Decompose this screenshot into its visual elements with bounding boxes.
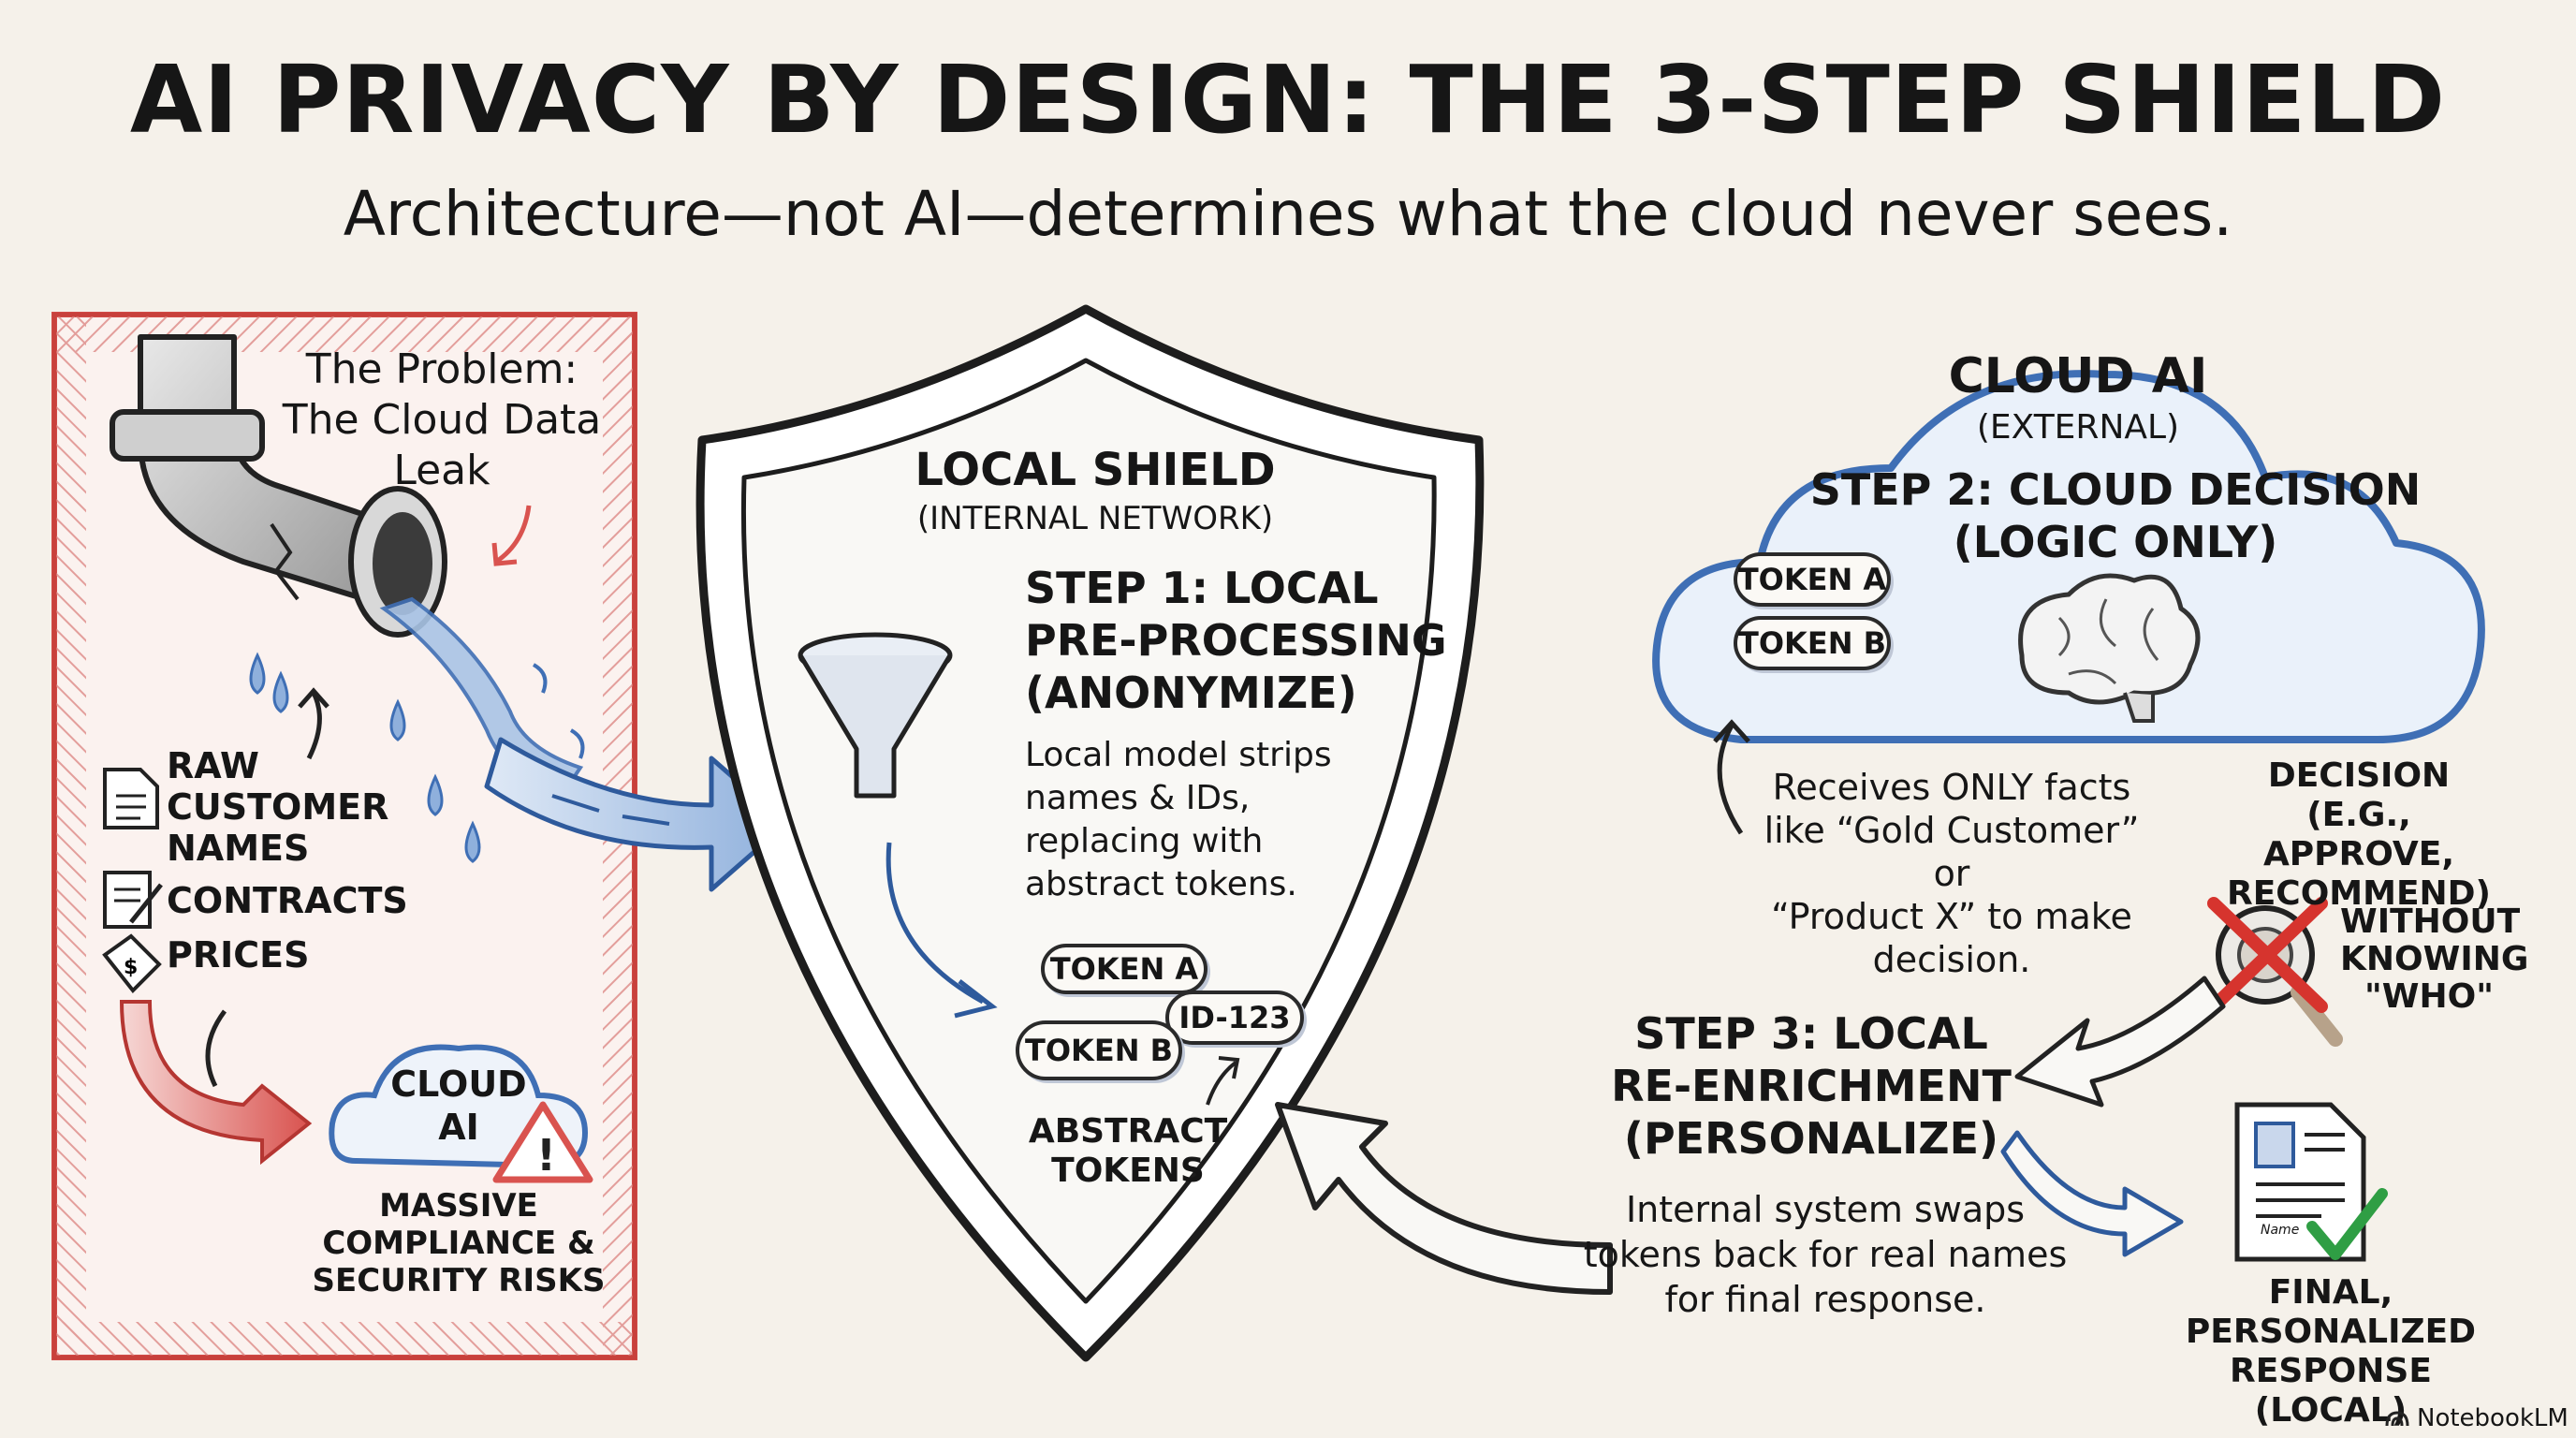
final-document-icon	[2234, 1102, 2366, 1262]
shield-token-b: TOKEN B	[1016, 1020, 1182, 1080]
no-identity-icon	[2207, 897, 2343, 1047]
problem-item-prices: PRICES	[167, 934, 310, 976]
final-response-label: FINAL, PERSONALIZED RESPONSE (LOCAL)	[2185, 1273, 2477, 1430]
page-title: AI PRIVACY BY DESIGN: THE 3-STEP SHIELD	[129, 45, 2447, 154]
cloud-title: CLOUD AI	[1948, 348, 2208, 404]
without-knowing-label: WITHOUT KNOWING "WHO"	[2340, 902, 2529, 1016]
reenrichment-arrow	[1275, 1102, 1613, 1295]
problem-cloud-label: CLOUD AI	[390, 1064, 527, 1148]
receives-arrow	[1713, 719, 1750, 835]
contract-icon	[103, 871, 163, 929]
leak-to-cloud-arrow	[119, 1000, 313, 1166]
cloud-token-b: TOKEN B	[1734, 616, 1891, 670]
notebooklm-brand: NotebookLM	[2385, 1404, 2569, 1432]
page-subtitle: Architecture—not AI—determines what the …	[343, 178, 2233, 250]
cloud-token-a: TOKEN A	[1734, 552, 1891, 607]
brain-icon	[2018, 573, 2201, 723]
price-tag-icon: $	[102, 933, 162, 994]
document-name-scribble: Name	[2261, 1223, 2300, 1238]
cloud-receives-text: Receives ONLY facts like “Gold Customer”…	[1764, 767, 2140, 980]
svg-text:!: !	[536, 1130, 556, 1181]
step2-heading: STEP 2: CLOUD DECISION (LOGIC ONLY)	[1809, 464, 2422, 567]
funnel-to-tokens-arrow	[886, 842, 1240, 1106]
shield-token-id: ID-123	[1165, 990, 1304, 1045]
funnel-icon	[798, 632, 953, 799]
document-icon	[103, 768, 159, 829]
data-flow-arrow	[484, 737, 789, 892]
problem-item-raw-names: RAW CUSTOMER NAMES	[167, 745, 389, 869]
abstract-tokens-label: ABSTRACT TOKENS	[1028, 1112, 1228, 1190]
problem-risk-label: MASSIVE COMPLIANCE & SECURITY RISKS	[312, 1187, 606, 1299]
cloud-subtitle: (EXTERNAL)	[1976, 408, 2180, 447]
svg-text:$: $	[124, 956, 138, 979]
step1-heading: STEP 1: LOCAL PRE-PROCESSING (ANONYMIZE)	[1025, 563, 1447, 718]
leaking-pipe-illustration	[110, 334, 585, 863]
final-response-arrow	[2000, 1130, 2184, 1257]
problem-heading: The Problem: The Cloud Data Leak	[282, 345, 602, 494]
shield-title: LOCAL SHIELD	[915, 444, 1276, 496]
decision-return-arrow	[2014, 976, 2226, 1108]
step3-description: Internal system swaps tokens back for re…	[1583, 1189, 2068, 1320]
step1-description: Local model strips names & IDs, replacin…	[1025, 736, 1332, 903]
notebooklm-logo-icon	[2385, 1411, 2409, 1427]
problem-item-contracts: CONTRACTS	[167, 880, 408, 921]
local-shield-shape	[695, 304, 1485, 1362]
decision-label: DECISION (E.G., APPROVE, RECOMMEND)	[2226, 756, 2492, 913]
check-icon	[2306, 1188, 2388, 1260]
warning-icon: !	[492, 1101, 593, 1183]
shield-subtitle: (INTERNAL NETWORK)	[916, 500, 1274, 537]
shield-token-a: TOKEN A	[1041, 944, 1208, 994]
step3-heading: STEP 3: LOCAL RE-ENRICHMENT (PERSONALIZE…	[1611, 1008, 2012, 1164]
